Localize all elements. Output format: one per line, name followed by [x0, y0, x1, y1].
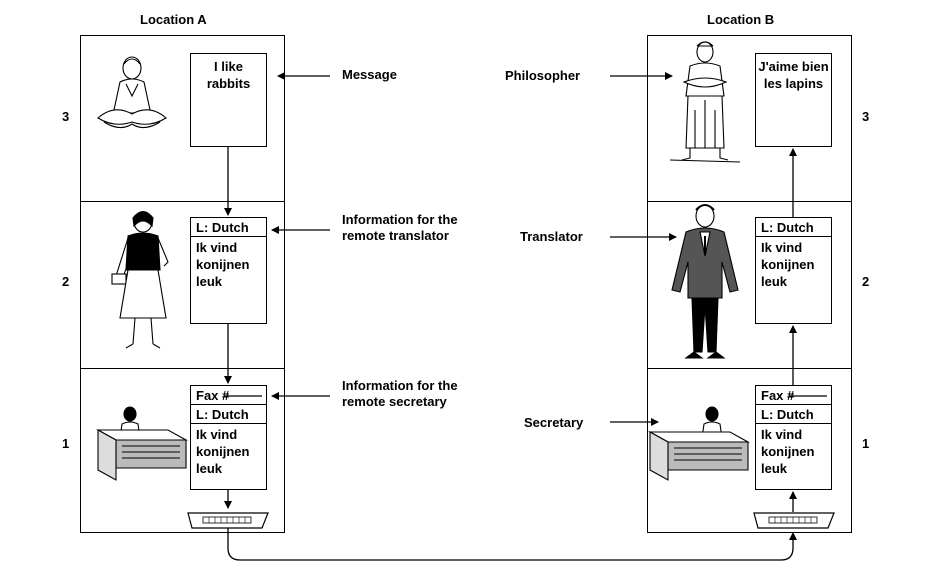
location-b-l1-language-header: L: Dutch — [756, 405, 831, 424]
location-b-title: Location B — [707, 12, 775, 27]
layer-number-2-left: 2 — [62, 274, 70, 289]
layer-number-3-left: 3 — [62, 109, 70, 124]
location-a-title: Location A — [140, 12, 207, 27]
location-b-layer-1 — [647, 368, 852, 533]
location-a-translator-document: L: Dutch Ik vind konijnen leuk — [190, 217, 267, 324]
translator-label: Translator — [520, 229, 583, 244]
woman-translator-icon — [111, 210, 169, 349]
location-a-layer-1 — [80, 368, 285, 533]
secretary-label: Secretary — [524, 415, 584, 430]
location-a-l1-language-header: L: Dutch — [191, 405, 266, 424]
location-b-l2-language-header: L: Dutch — [756, 218, 831, 237]
fax-machine-a-icon — [187, 512, 269, 529]
secretary-at-desk-icon — [647, 406, 751, 481]
location-b-fax-document: Fax # L: Dutch Ik vind konijnen leuk — [755, 385, 832, 490]
layer-number-1-left: 1 — [62, 436, 70, 451]
layer-number-3-right: 3 — [862, 109, 870, 124]
location-a-fax-document: Fax # L: Dutch Ik vind konijnen leuk — [190, 385, 267, 490]
philosopher-label: Philosopher — [505, 68, 581, 83]
location-a-l1-body: Ik vind konijnen leuk — [196, 427, 250, 476]
location-b-message-text: J'aime bien les lapins — [758, 59, 829, 91]
location-b-message-document: J'aime bien les lapins — [755, 53, 832, 147]
location-b-translator-document: L: Dutch Ik vind konijnen leuk — [755, 217, 832, 324]
philosopher-sitting-icon — [97, 56, 167, 129]
info-secretary-label: Information for the remote secretary — [342, 378, 458, 409]
location-a-fax-header: Fax # — [191, 386, 266, 405]
man-translator-icon — [671, 204, 739, 359]
message-label: Message — [342, 67, 397, 82]
location-b-l1-body: Ik vind konijnen leuk — [761, 427, 815, 476]
layer-number-1-right: 1 — [862, 436, 870, 451]
info-translator-label: Information for the remote translator — [342, 212, 458, 243]
network-line — [227, 527, 797, 561]
location-a-l2-language-header: L: Dutch — [191, 218, 266, 237]
location-a-message-document: I like rabbits — [190, 53, 267, 147]
location-b-fax-header: Fax # — [756, 386, 831, 405]
secretary-at-desk-icon — [95, 406, 189, 481]
philosopher-standing-icon — [669, 41, 741, 163]
location-b-l2-body: Ik vind konijnen leuk — [761, 240, 815, 289]
location-a-message-text: I like rabbits — [206, 59, 251, 91]
location-a-l2-body: Ik vind konijnen leuk — [196, 240, 250, 289]
layer-number-2-right: 2 — [862, 274, 870, 289]
fax-machine-b-icon — [753, 512, 835, 529]
